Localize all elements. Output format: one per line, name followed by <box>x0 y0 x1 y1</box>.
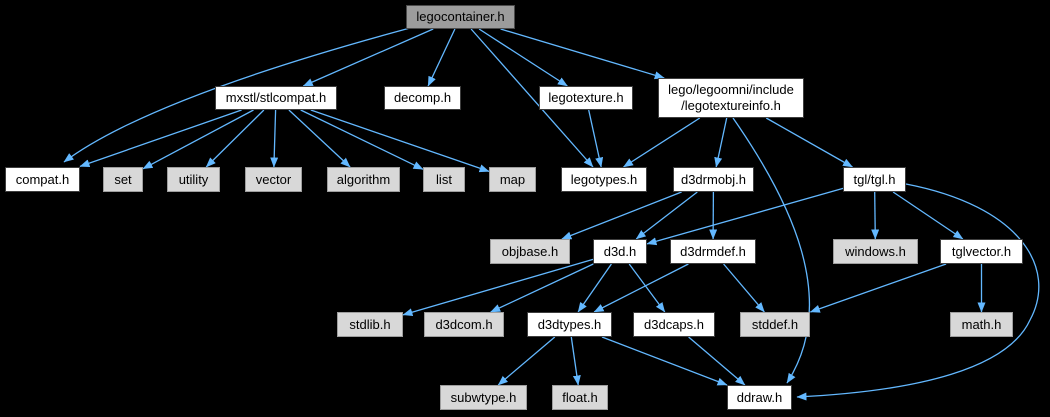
graph-node-windows: windows.h <box>833 239 918 264</box>
graph-node-legocontainer: legocontainer.h <box>406 5 515 29</box>
include-edge-tglvector-to-stddef <box>809 263 947 313</box>
include-edge-legocontainer-to-decomp <box>427 28 456 87</box>
graph-node-objbase: objbase.h <box>490 239 570 264</box>
include-edge-d3drmdef-to-d3dtypes <box>593 263 689 313</box>
graph-node-d3d[interactable]: d3d.h <box>593 239 647 264</box>
graph-node-math: math.h <box>950 312 1013 337</box>
include-edge-legocontainer-to-legotextureinfo <box>500 28 665 80</box>
graph-node-stddef: stddef.h <box>740 312 810 337</box>
graph-node-legotextureinfo[interactable]: lego/legoomni/include /legotextureinfo.h <box>658 78 804 118</box>
graph-node-subwtype: subwtype.h <box>440 385 527 410</box>
graph-node-stdlib: stdlib.h <box>337 312 403 337</box>
include-edge-d3d-to-d3dcom <box>490 263 594 313</box>
graph-node-tglvector[interactable]: tglvector.h <box>940 239 1023 264</box>
include-edge-stlcompat-to-compat <box>79 109 242 168</box>
include-edge-legocontainer-to-legotypes <box>470 28 594 168</box>
include-edge-legotextureinfo-to-legotypes <box>623 117 701 168</box>
include-edge-legotextureinfo-to-tgl <box>765 117 853 168</box>
include-edge-stlcompat-to-algorithm <box>288 109 351 168</box>
graph-node-utility: utility <box>167 167 220 192</box>
include-edge-legocontainer-to-legotexture <box>478 28 568 87</box>
include-edge-d3d-to-d3dtypes <box>577 263 612 313</box>
include-edge-d3dtypes-to-float <box>570 336 581 386</box>
include-edge-d3drmobj-to-objbase <box>561 191 682 240</box>
include-edge-legotextureinfo-to-d3drmobj <box>714 117 728 168</box>
graph-node-d3drmobj[interactable]: d3drmobj.h <box>673 167 754 192</box>
include-edge-tgl-to-tglvector <box>892 191 964 240</box>
include-edge-stlcompat-to-utility <box>205 109 265 168</box>
graph-node-ddraw[interactable]: ddraw.h <box>727 385 792 410</box>
graph-node-map: map <box>489 167 536 192</box>
include-edge-tgl-to-windows <box>871 191 880 240</box>
include-edge-d3d-to-stdlib <box>402 258 594 317</box>
graph-node-d3dcaps[interactable]: d3dcaps.h <box>633 312 715 337</box>
graph-node-legotexture[interactable]: legotexture.h <box>539 86 633 110</box>
include-edge-legocontainer-to-compat <box>63 27 411 163</box>
graph-node-float: float.h <box>552 385 608 410</box>
include-edge-tgl-to-ddraw <box>796 183 1040 401</box>
graph-node-algorithm: algorithm <box>327 167 400 192</box>
include-edge-d3dtypes-to-subwtype <box>497 336 556 386</box>
graph-node-d3dcom: d3dcom.h <box>424 312 504 337</box>
include-edge-legotexture-to-legotypes <box>588 109 604 168</box>
include-edge-tgl-to-d3d <box>646 187 844 246</box>
graph-node-d3dtypes[interactable]: d3dtypes.h <box>527 312 612 337</box>
include-edge-d3dtypes-to-ddraw <box>601 336 728 386</box>
include-edge-legotextureinfo-to-ddraw <box>732 117 811 384</box>
graph-node-set: set <box>103 167 143 192</box>
graph-node-legotypes[interactable]: legotypes.h <box>561 167 647 192</box>
include-edge-stlcompat-to-map <box>310 109 490 173</box>
include-edge-legocontainer-to-stlcompat <box>302 28 434 87</box>
graph-node-vector: vector <box>245 167 302 192</box>
graph-node-compat[interactable]: compat.h <box>5 167 80 192</box>
include-edge-stlcompat-to-list <box>300 109 424 170</box>
include-edge-d3drmdef-to-stddef <box>723 263 765 313</box>
include-edge-stlcompat-to-set <box>142 109 254 170</box>
include-edge-d3d-to-d3dcaps <box>628 263 666 313</box>
graph-node-d3drmdef[interactable]: d3drmdef.h <box>670 239 756 264</box>
include-edge-d3dcaps-to-ddraw <box>688 336 746 386</box>
graph-node-stlcompat[interactable]: mxstl/stlcompat.h <box>215 86 337 110</box>
graph-node-list: list <box>423 167 465 192</box>
graph-node-tgl[interactable]: tgl/tgl.h <box>843 167 906 192</box>
graph-node-decomp[interactable]: decomp.h <box>384 86 461 110</box>
include-edge-d3drmobj-to-d3d <box>635 191 698 240</box>
include-edge-stlcompat-to-vector <box>270 109 279 168</box>
